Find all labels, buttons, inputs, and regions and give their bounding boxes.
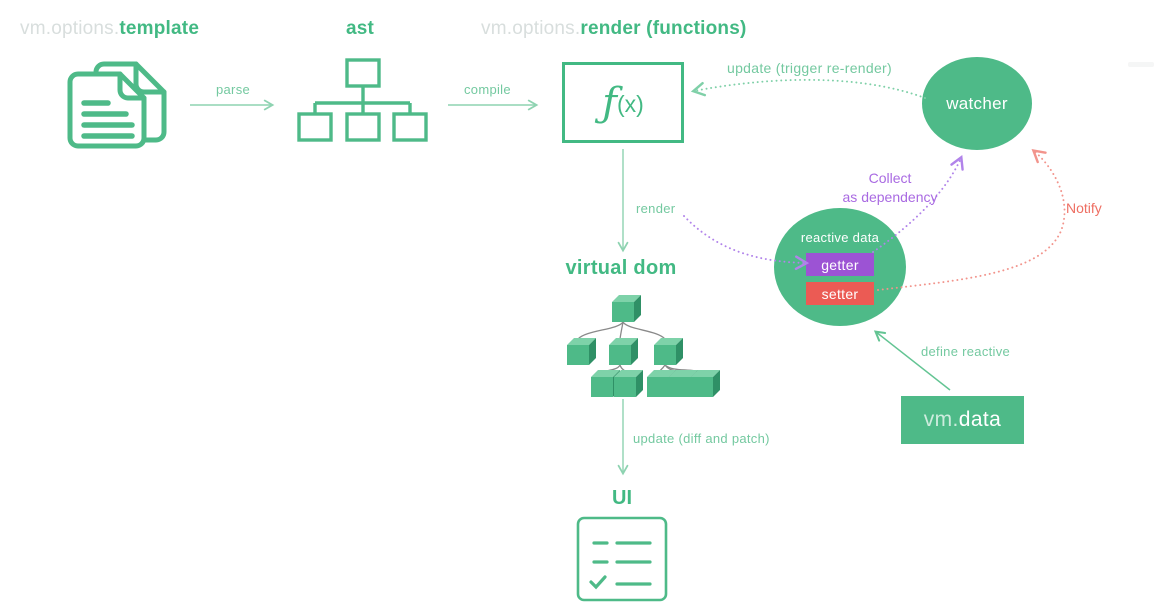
title-template: vm.options.template — [20, 18, 200, 39]
notify-label: Notify — [1066, 200, 1102, 216]
render-label: render — [636, 201, 676, 216]
vm-data-node: vm.data — [901, 396, 1024, 444]
virtual-dom-tree-icon — [567, 295, 720, 397]
collect-dependency-label: Collect as dependency — [842, 170, 938, 205]
title-ast: ast — [346, 18, 375, 39]
update-diff-label: update (diff and patch) — [633, 431, 770, 446]
define-reactive-label: define reactive — [921, 344, 1011, 359]
title-render: vm.options.render (functions) — [481, 18, 747, 39]
reactive-data-label: reactive data — [800, 230, 880, 245]
getter-pill: getter — [806, 253, 874, 276]
reactive-data-node: reactive data getter setter — [774, 208, 906, 326]
virtual-dom-title: virtual dom — [565, 257, 677, 279]
parse-label: parse — [216, 82, 251, 97]
ui-checklist-icon — [576, 516, 668, 602]
compile-label: compile — [464, 82, 511, 97]
update-rerender-label: update (trigger re-render) — [727, 60, 892, 76]
render-function-box: ƒ (x) — [562, 62, 684, 143]
watcher-node: watcher — [922, 57, 1032, 150]
ui-title: UI — [612, 487, 632, 509]
template-documents-icon — [67, 61, 167, 149]
define-reactive-arrow — [873, 330, 951, 391]
flow-arrows — [190, 99, 629, 476]
watcher-label: watcher — [946, 93, 1008, 113]
ast-tree-icon — [297, 58, 428, 142]
setter-pill: setter — [806, 282, 874, 305]
fx-glyph: ƒ — [602, 79, 617, 126]
faint-artifact — [1128, 62, 1154, 67]
update-rerender-arrow — [690, 78, 926, 99]
